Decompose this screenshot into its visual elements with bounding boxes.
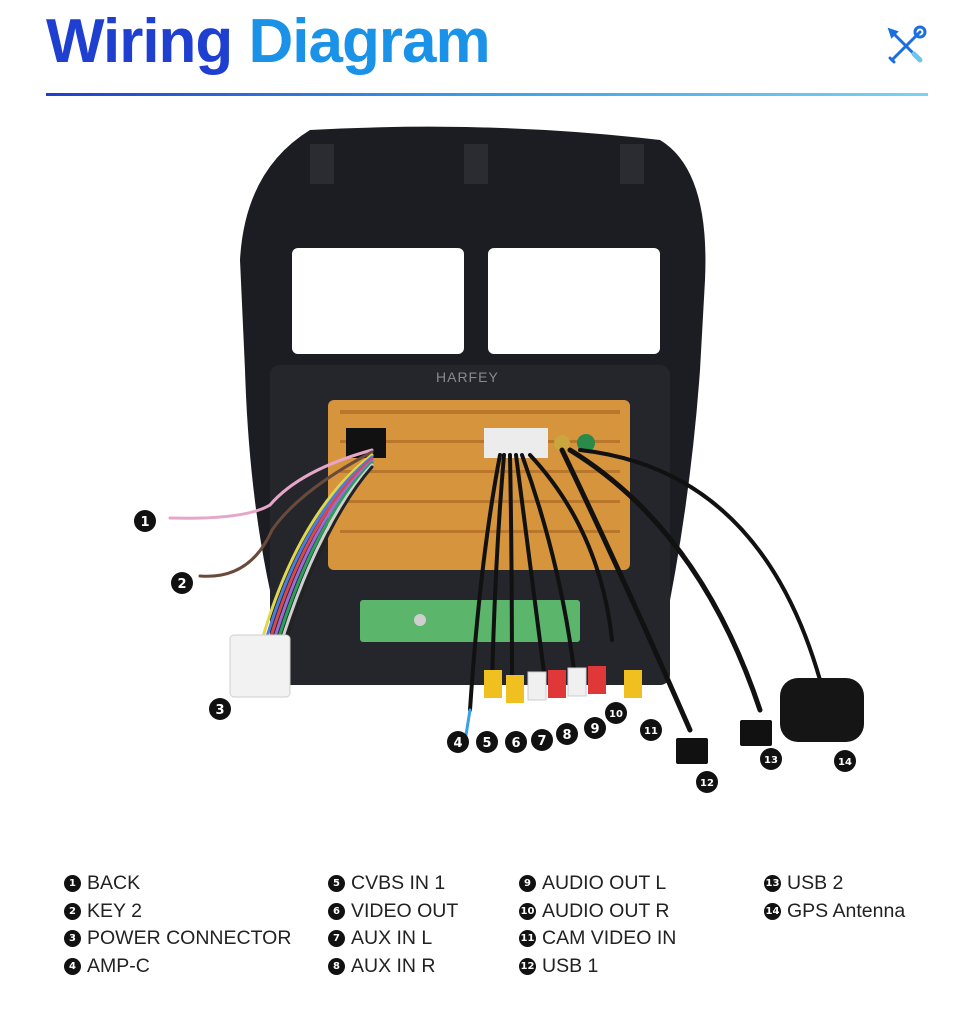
callout-9: 9: [584, 717, 606, 739]
callout-7: 7: [531, 729, 553, 751]
callout-1: 1: [134, 510, 156, 532]
callout-5: 5: [476, 731, 498, 753]
callout-6: 6: [505, 731, 527, 753]
title-word-2: Diagram: [248, 7, 491, 76]
head-unit: [328, 400, 630, 642]
svg-text:4: 4: [453, 736, 462, 751]
title-word-1: Wiring: [46, 7, 233, 76]
callout-11: 11: [640, 719, 662, 741]
svg-text:7: 7: [537, 734, 546, 749]
brand-label: HARFEY: [436, 369, 499, 385]
svg-text:10: 10: [609, 709, 623, 720]
callout-8: 8: [556, 723, 578, 745]
svg-text:12: 12: [700, 778, 714, 789]
callout-3: 3: [209, 698, 231, 720]
tools-icon: [884, 24, 928, 68]
title-divider: [46, 93, 928, 96]
svg-text:14: 14: [838, 757, 852, 768]
callout-10: 10: [605, 702, 627, 724]
wiring-diagram: HARFEY: [0, 110, 980, 830]
svg-text:6: 6: [511, 736, 520, 751]
svg-text:9: 9: [590, 722, 599, 737]
callout-4: 4: [447, 731, 469, 753]
svg-text:13: 13: [764, 755, 778, 766]
svg-text:2: 2: [177, 577, 186, 592]
header: Wiring Diagram: [46, 0, 928, 100]
svg-text:1: 1: [140, 515, 149, 530]
page-title: Wiring Diagram: [46, 6, 491, 78]
callout-badges: 1 2 3 4 5 6 7 8 9 10 11 12 13 14: [134, 510, 856, 793]
svg-text:3: 3: [215, 703, 224, 718]
svg-text:5: 5: [482, 736, 491, 751]
callout-14: 14: [834, 750, 856, 772]
svg-text:8: 8: [562, 728, 571, 743]
callout-12: 12: [696, 771, 718, 793]
callout-2: 2: [171, 572, 193, 594]
callout-13: 13: [760, 748, 782, 770]
svg-text:11: 11: [644, 726, 658, 737]
